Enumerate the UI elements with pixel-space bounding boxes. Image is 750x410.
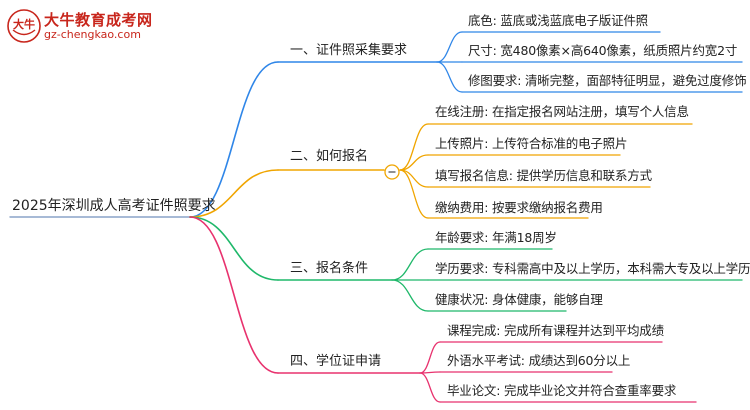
branch-node-degree-application: 四、学位证申请	[290, 354, 382, 369]
branch-connector-2	[189, 169, 279, 218]
leaf-thesis: 毕业论文: 完成毕业论文并符合查重率要求	[447, 383, 677, 398]
logo-seal-icon: 大牛	[7, 9, 41, 43]
svg-text:大牛: 大牛	[13, 17, 35, 31]
branch-connector-3	[189, 216, 279, 281]
branch-node-eligibility: 三、报名条件	[290, 261, 369, 276]
leaf-connector-3-3	[391, 279, 429, 312]
leaf-fill-information: 填写报名信息: 提供学历信息和联系方式	[435, 168, 652, 183]
leaf-connector-1-3	[436, 61, 463, 93]
branch-node-photo-requirements: 一、证件照采集要求	[290, 43, 408, 58]
leaf-upload-photo: 上传照片: 上传符合标准的电子照片	[435, 136, 628, 151]
branch-connector-1	[189, 61, 279, 218]
leaf-age-requirement: 年龄要求: 年满18周岁	[435, 230, 557, 245]
leaf-connector-2-2	[399, 154, 429, 171]
leaf-connector-4-1	[419, 341, 441, 374]
leaf-connector-2-1	[399, 123, 429, 171]
leaf-pay-fees: 缴纳费用: 按要求缴纳报名费用	[435, 200, 603, 215]
leaf-connector-2-4	[399, 169, 429, 219]
leaf-size: 尺寸: 宽480像素×高640像素，纸质照片约宽2寸	[468, 43, 738, 58]
leaf-health-status: 健康状况: 身体健康，能够自理	[435, 292, 603, 307]
leaf-connector-4-3	[419, 372, 441, 403]
leaf-connector-3-1	[391, 248, 429, 281]
leaf-course-completion: 课程完成: 完成所有课程并达到平均成绩	[447, 323, 664, 338]
logo-url-text: gz-chengkao.com	[44, 28, 141, 41]
branch-connector-4	[189, 216, 279, 374]
leaf-online-registration: 在线注册: 在指定报名网站注册，填写个人信息	[435, 104, 689, 119]
logo-brand-text: 大牛教育成考网	[44, 11, 153, 29]
leaf-education-requirement: 学历要求: 专科需高中及以上学历，本科需大专及以上学历	[435, 261, 750, 276]
leaf-connector-1-1	[436, 31, 463, 63]
root-node: 2025年深圳成人高考证件照要求	[12, 198, 216, 214]
leaf-background-color: 底色: 蓝底或浅蓝底电子版证件照	[468, 13, 648, 28]
leaf-foreign-language-exam: 外语水平考试: 成绩达到60分以上	[447, 353, 631, 368]
collapse-toggle-icon[interactable]	[384, 164, 400, 180]
leaf-retouch-requirements: 修图要求: 清晰完整，面部特征明显，避免过度修饰	[468, 73, 747, 88]
branch-node-how-to-register: 二、如何报名	[290, 149, 369, 164]
watermark-logo: 大牛 大牛教育成考网 gz-chengkao.com	[4, 6, 164, 50]
